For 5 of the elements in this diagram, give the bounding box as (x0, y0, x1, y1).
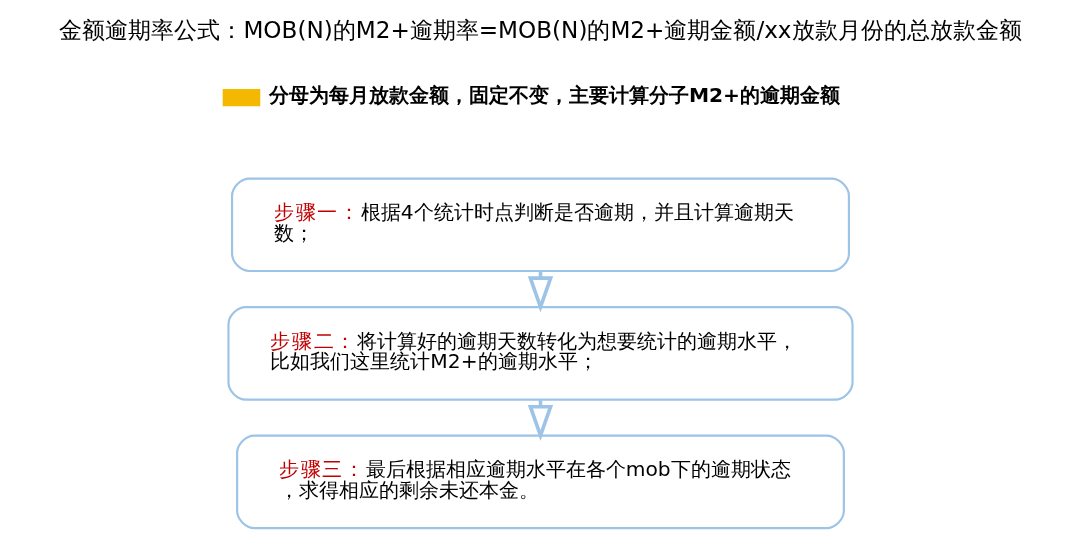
diagram-title: 金额逾期率公式：MOB(N)的M2+逾期率=MOB(N)的M2+逾期金额/xx放款月份的总放款金额 (58, 17, 1022, 44)
node-box: 步骤一：根据4个统计时点判断是否逾期，并且计算逾期天数； (230, 177, 850, 273)
label: 分母为每月放款金额，固定不变，主要计算分子M2+的逾期金额 (268, 82, 840, 107)
node-box: 步骤二：将计算好的逾期天数转化为想要统计的逾期水平，比如我们这里统计M2+的逾期水平； (226, 306, 854, 401)
node-box: 步骤三：最后根据相应逾期水平在各个mob下的逾期状态，求得相应的剩余未还本金。 (235, 434, 845, 530)
